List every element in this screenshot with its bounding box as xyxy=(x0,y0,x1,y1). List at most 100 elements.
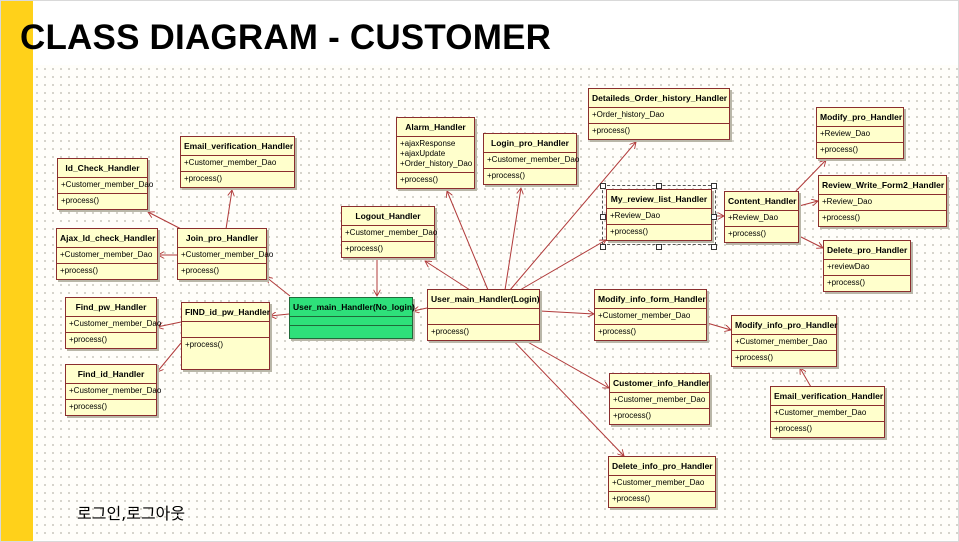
class-alarm-handler[interactable]: Alarm_Handler +ajaxResponse +ajaxUpdate … xyxy=(396,117,475,189)
class-name: User_main_Handler(Login) xyxy=(428,290,540,309)
class-attribute: +Order_history_Dao xyxy=(400,159,473,168)
class-name: Email_verification_Handler xyxy=(771,387,884,406)
class-operation: +process() xyxy=(612,494,651,503)
class-modify-info-pro-handler[interactable]: Modify_info_pro_Handler +Customer_member… xyxy=(731,315,837,367)
class-modify-pro-handler[interactable]: Modify_pro_Handler +Review_Dao +process(… xyxy=(816,107,904,159)
class-operation: +process() xyxy=(345,244,384,253)
class-name: Modify_info_pro_Handler xyxy=(732,316,837,335)
class-name: Delete_info_pro_Handler xyxy=(609,457,715,476)
class-name: Alarm_Handler xyxy=(397,118,474,137)
class-customer-info-handler[interactable]: Customer_info_Handler +Customer_member_D… xyxy=(609,373,710,425)
class-user-main-handler-no-login[interactable]: User_main_Handler(No_login) xyxy=(289,297,415,339)
class-operation: +process() xyxy=(820,145,859,154)
class-modify-info-form-handler[interactable]: Modify_info_form_Handler +Customer_membe… xyxy=(594,289,707,341)
class-name: Logout_Handler xyxy=(342,207,434,226)
slide-title: CLASS DIAGRAM - CUSTOMER xyxy=(20,18,552,57)
class-name: Delete_pro_Handler xyxy=(824,241,910,260)
class-attribute: +Customer_member_Dao xyxy=(598,311,691,320)
class-join-pro-handler[interactable]: Join_pro_Handler +Customer_member_Dao +p… xyxy=(177,228,274,280)
class-attribute: +ajaxUpdate xyxy=(400,149,446,158)
class-operation: +process() xyxy=(613,411,652,420)
class-operation: +process() xyxy=(610,227,649,236)
class-attribute: +Customer_member_Dao xyxy=(487,155,580,164)
class-attribute: +Customer_member_Dao xyxy=(60,250,153,259)
class-attribute: +Customer_member_Dao xyxy=(774,408,867,417)
class-find-id-handler[interactable]: Find_id_Handler +Customer_member_Dao +pr… xyxy=(65,364,162,416)
class-detailed-order-history-handler[interactable]: Detaileds_Order_history_Handler +Order_h… xyxy=(588,88,730,140)
class-find-id-pw-handler[interactable]: FIND_id_pw_Handler +process() xyxy=(181,302,270,370)
class-attribute: +ajaxResponse xyxy=(400,139,456,148)
class-name: User_main_Handler(No_login) xyxy=(290,298,415,317)
class-operation: +process() xyxy=(735,353,774,362)
class-name: Join_pro_Handler xyxy=(178,229,266,248)
class-attribute: +Customer_member_Dao xyxy=(61,180,154,189)
class-operation: +process() xyxy=(592,126,631,135)
class-operation: +process() xyxy=(69,335,108,344)
class-name: Detaileds_Order_history_Handler xyxy=(589,89,729,108)
class-name: Login_pro_Handler xyxy=(484,134,576,153)
class-logout-handler[interactable]: Logout_Handler +Customer_member_Dao +pro… xyxy=(341,206,438,258)
class-operation: +process() xyxy=(487,171,526,180)
class-user-main-handler-login[interactable]: User_main_Handler(Login) +process() xyxy=(427,289,540,341)
class-operation: +process() xyxy=(400,175,439,184)
class-email-verification-handler-bottom[interactable]: Email_verification_Handler +Customer_mem… xyxy=(770,386,885,438)
class-operation: +process() xyxy=(184,174,223,183)
class-name: Id_Check_Handler xyxy=(58,159,147,178)
class-review-write-form2-handler[interactable]: Review_Write_Form2_Handler +Review_Dao +… xyxy=(818,175,947,227)
class-attribute: +Customer_member_Dao xyxy=(184,158,277,167)
selection-handle[interactable] xyxy=(600,214,606,220)
class-attribute: +Customer_member_Dao xyxy=(612,478,705,487)
selection-handle[interactable] xyxy=(711,244,717,250)
class-attribute: +Customer_member_Dao xyxy=(735,337,828,346)
selection-handle[interactable] xyxy=(711,214,717,220)
class-attribute: +Review_Dao xyxy=(728,213,779,222)
class-name: Find_pw_Handler xyxy=(66,298,156,317)
class-ajax-id-check-handler[interactable]: Ajax_Id_check_Handler +Customer_member_D… xyxy=(56,228,158,280)
class-operation: +process() xyxy=(185,340,224,349)
class-name: My_review_list_Handler xyxy=(607,190,711,209)
class-name: FIND_id_pw_Handler xyxy=(182,303,270,322)
class-attribute: +Review_Dao xyxy=(822,197,873,206)
class-operation: +process() xyxy=(69,402,108,411)
class-attribute: +Customer_member_Dao xyxy=(69,386,162,395)
slide-caption: 로그인,로그아웃 xyxy=(77,504,186,523)
class-operation: +process() xyxy=(774,424,813,433)
class-operation: +process() xyxy=(181,266,220,275)
class-delete-info-pro-handler[interactable]: Delete_info_pro_Handler +Customer_member… xyxy=(608,456,716,508)
class-attribute: +Order_history_Dao xyxy=(592,110,665,119)
class-attribute: +Review_Dao xyxy=(820,129,871,138)
class-operation: +process() xyxy=(822,213,861,222)
class-attribute: +Review_Dao xyxy=(610,211,661,220)
selection-handle[interactable] xyxy=(656,244,662,250)
class-attribute: +Customer_member_Dao xyxy=(181,250,274,259)
selection-handle[interactable] xyxy=(711,183,717,189)
class-operation: +process() xyxy=(431,327,470,336)
class-operation: +process() xyxy=(60,266,99,275)
class-delete-pro-handler[interactable]: Delete_pro_Handler +reviewDao +process() xyxy=(823,240,911,292)
class-find-pw-handler[interactable]: Find_pw_Handler +Customer_member_Dao +pr… xyxy=(65,297,162,349)
selection-handle[interactable] xyxy=(656,183,662,189)
class-my-review-list-handler[interactable]: My_review_list_Handler +Review_Dao +proc… xyxy=(602,185,716,245)
class-login-pro-handler[interactable]: Login_pro_Handler +Customer_member_Dao +… xyxy=(483,133,580,185)
class-email-verification-handler-top[interactable]: Email_verification_Handler +Customer_mem… xyxy=(180,136,295,188)
class-name: Ajax_Id_check_Handler xyxy=(57,229,157,248)
class-operation: +process() xyxy=(728,229,767,238)
class-content-handler[interactable]: Content_Handler +Review_Dao +process() xyxy=(724,191,799,243)
class-operation: +process() xyxy=(598,327,637,336)
class-name: Modify_pro_Handler xyxy=(817,108,903,127)
accent-bar xyxy=(0,0,33,542)
class-attribute: +Customer_member_Dao xyxy=(69,319,162,328)
class-operation: +process() xyxy=(827,278,866,287)
class-name: Review_Write_Form2_Handler xyxy=(819,176,946,195)
class-attribute: +Customer_member_Dao xyxy=(613,395,706,404)
class-name: Find_id_Handler xyxy=(66,365,156,384)
class-attribute: +Customer_member_Dao xyxy=(345,228,438,237)
class-operation: +process() xyxy=(61,196,100,205)
class-name: Email_verification_Handler xyxy=(181,137,294,156)
selection-handle[interactable] xyxy=(600,244,606,250)
class-name: Modify_info_form_Handler xyxy=(595,290,706,309)
selection-handle[interactable] xyxy=(600,183,606,189)
class-name: Content_Handler xyxy=(725,192,798,211)
class-id-check-handler[interactable]: Id_Check_Handler +Customer_member_Dao +p… xyxy=(57,158,154,210)
